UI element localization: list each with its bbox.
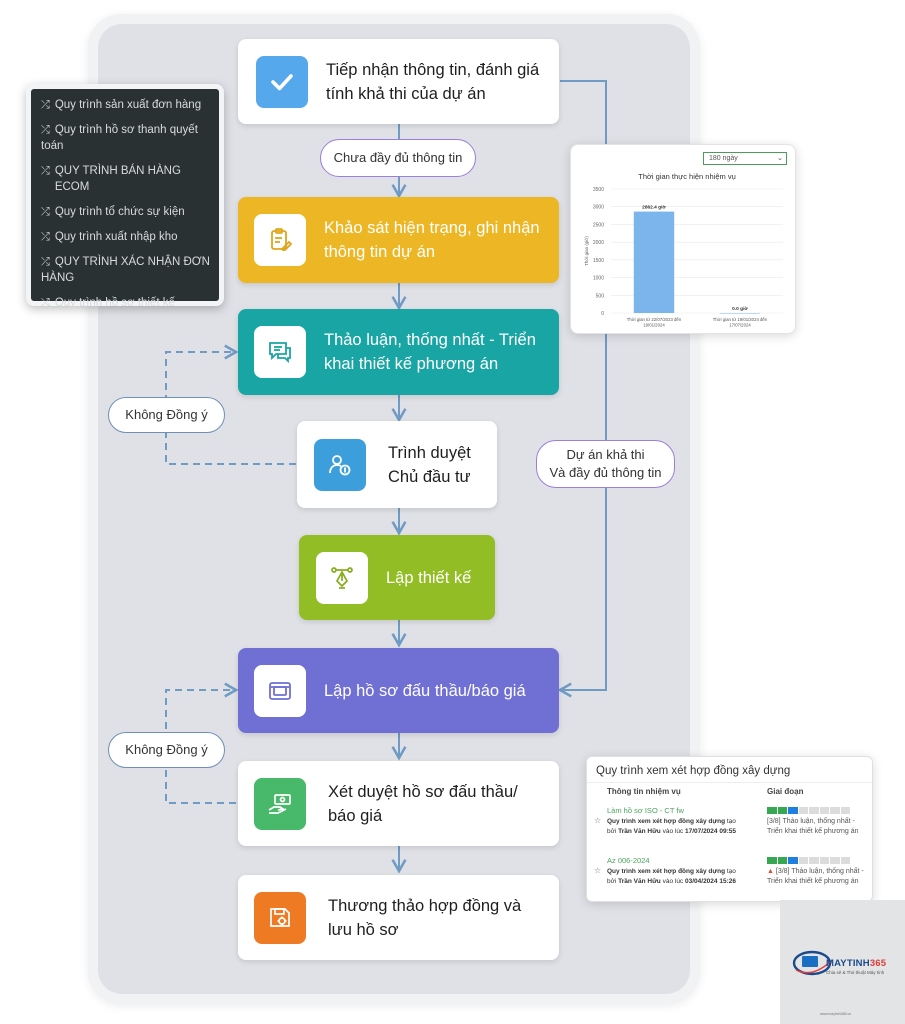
task-name[interactable]: Làm hồ sơ ISO - CT fw: [607, 806, 684, 815]
menu-item-3[interactable]: ⤮ Quy trình tổ chức sự kiện: [41, 204, 213, 220]
shuffle-icon: ⤮: [41, 99, 50, 111]
x-tick-label: Thời gian từ 19/01/2024 đến: [713, 317, 768, 322]
step-label: Lập hồ sơ đấu thầu/báo giá: [324, 681, 526, 700]
y-tick-label: 2000: [593, 240, 604, 246]
y-tick-label: 1000: [593, 276, 604, 282]
card-title: Quy trình xem xét hợp đồng xây dựng: [587, 757, 872, 783]
menu-item-label: Quy trình sản xuất đơn hàng: [54, 99, 202, 111]
data-label: 2862.4 giờ: [642, 205, 666, 211]
y-tick-label: 1500: [593, 258, 604, 264]
shuffle-icon: ⤮: [41, 124, 50, 136]
menu-item-label: Quy trình tổ chức sự kiện: [54, 206, 185, 218]
step-label: Lập thiết kế: [386, 568, 472, 587]
period-select[interactable]: 180 ngày⌄: [703, 152, 787, 165]
task-name[interactable]: Az 006-2024: [607, 856, 650, 865]
user-money-icon: [314, 438, 366, 491]
menu-item-0[interactable]: ⤮ Quy trình sản xuất đơn hàng: [41, 97, 213, 113]
star-icon[interactable]: ☆: [594, 816, 602, 825]
y-tick-label: 2500: [593, 222, 604, 228]
y-tick-label: 0: [601, 311, 604, 317]
check-icon: [256, 55, 308, 108]
step-review-bid: Xét duyệt hồ sơ đấu thầu/báo giá: [238, 761, 559, 846]
pen-tool-icon: [316, 551, 368, 604]
step-bidding-docs: Lập hồ sơ đấu thầu/báo giá: [238, 648, 559, 733]
x-tick-label: Thời gian từ 22/07/2023 đến: [627, 317, 682, 322]
chart-title: Thời gian thực hiện nhiệm vụ: [638, 172, 736, 181]
maytinh365-logo: MAYTINH365 Chia sẻ & Thủ thuật Máy tính …: [780, 900, 905, 1024]
stage-text: [3/8] Thảo luận, thống nhất - Triển khai…: [767, 818, 859, 835]
task-desc: Quy trình xem xét hợp đồng xây dựng tạo …: [607, 818, 736, 835]
shuffle-icon: ⤮: [41, 231, 50, 243]
x-tick-label: 19/01/2024: [643, 323, 665, 328]
chat-icon: [254, 326, 306, 378]
menu-item-6[interactable]: ⤮ Quy trình hồ sơ thiết kế: [41, 295, 213, 311]
data-label: 0.0 giờ: [732, 306, 748, 312]
step-label: Xét duyệt hồ sơ đấu thầu/báo giá: [328, 782, 518, 825]
menu-item-label: QUY TRÌNH BÁN HÀNG ECOM: [54, 165, 181, 193]
header-task-info: Thông tin nhiệm vụ: [607, 787, 681, 796]
stage-progress: [767, 857, 851, 864]
shuffle-icon: ⤮: [41, 165, 50, 177]
label-disagree-1: Không Đồng ý: [108, 397, 225, 433]
money-hand-icon: [254, 777, 306, 830]
label-disagree-2: Không Đồng ý: [108, 732, 225, 768]
menu-item-2[interactable]: ⤮ QUY TRÌNH BÁN HÀNG ECOM: [41, 163, 213, 195]
warning-icon: ▲: [767, 868, 776, 875]
y-axis-label: Thời gian (giờ): [584, 236, 589, 266]
chevron-down-icon: ⌄: [777, 155, 783, 162]
stage-text: ▲ [3/8] Thảo luận, thống nhất - Triển kh…: [767, 868, 864, 885]
task-desc: Quy trình xem xét hợp đồng xây dựng tạo …: [607, 868, 736, 885]
step-design: Lập thiết kế: [299, 535, 495, 620]
process-menu: ⤮Quy trình sản xuất đơn hàng⤮Quy trình h…: [26, 84, 224, 309]
y-tick-label: 500: [596, 293, 605, 299]
contract-review-card: Quy trình xem xét hợp đồng xây dựng Thôn…: [586, 756, 873, 902]
logo-slogan: Chia sẻ & Thủ thuật Máy tính: [826, 970, 885, 975]
clipboard-edit-icon: [254, 214, 306, 266]
monitor-logo-icon: [792, 950, 832, 976]
menu-item-label: Quy trình hồ sơ thiết kế: [54, 297, 175, 309]
shuffle-icon: ⤮: [41, 297, 50, 309]
label-incomplete-info: Chưa đầy đủ thông tin: [320, 139, 476, 177]
x-tick-label: 17/07/2024: [729, 323, 751, 328]
menu-item-label: Quy trình xuất nhập kho: [54, 231, 178, 243]
bar: [719, 313, 761, 314]
y-tick-label: 3500: [593, 187, 604, 193]
folder-icon: [254, 664, 306, 717]
y-tick-label: 3000: [593, 205, 604, 211]
star-icon[interactable]: ☆: [594, 866, 602, 875]
stage-progress: [767, 807, 851, 814]
chart-card: 180 ngày⌄ Thời gian thực hiện nhiệm vụ 0 5…: [570, 144, 796, 334]
logo-url: www.maytinh365.vn: [820, 1012, 852, 1016]
logo-text: MAYTINH365: [826, 958, 887, 969]
header-stage: Giai đoạn: [767, 787, 804, 796]
menu-item-4[interactable]: ⤮ Quy trình xuất nhập kho: [41, 229, 213, 245]
save-gear-icon: [254, 891, 306, 944]
bar: [633, 211, 675, 313]
task-time-chart: Thời gian thực hiện nhiệm vụ 0 500 1000 1500…: [584, 172, 783, 328]
shuffle-icon: ⤮: [41, 256, 50, 268]
shuffle-icon: ⤮: [41, 206, 50, 218]
